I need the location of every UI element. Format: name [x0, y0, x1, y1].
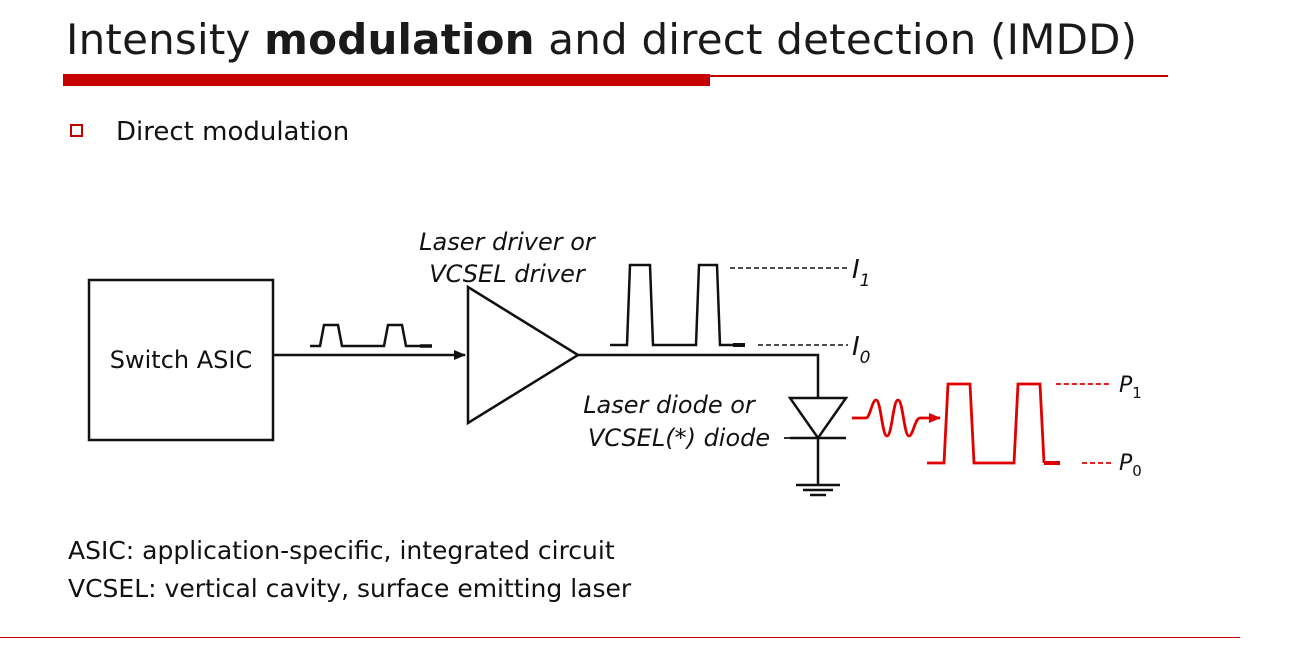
title-underline-thin [710, 75, 1168, 77]
laser-diode-symbol [787, 396, 849, 441]
power-low-label: P0 [1119, 451, 1142, 480]
title-suffix: and direct detection (IMDD) [534, 15, 1138, 64]
switch-asic-label: Switch ASIC [110, 346, 252, 374]
title-bold-word: modulation [264, 15, 535, 64]
diode-label-line1: Laser diode or [583, 391, 757, 419]
ground-icon [796, 483, 840, 497]
driver-label-line1: Laser driver or [419, 228, 597, 256]
bullet-text: Direct modulation [116, 117, 350, 147]
input-pulse-train [310, 323, 420, 348]
laser-driver-triangle [466, 284, 581, 426]
current-pulse-train [610, 263, 733, 347]
current-low-label: I0 [852, 332, 871, 368]
title-prefix: Intensity [66, 15, 265, 64]
driver-label-line2: VCSEL driver [429, 260, 587, 288]
power-high-label: P1 [1119, 373, 1142, 402]
title-underline-thick [63, 74, 710, 86]
optical-emission-wave [852, 398, 941, 438]
bullet-square-icon [70, 124, 83, 137]
optical-pulse-train [927, 382, 1046, 465]
driver-to-diode-line [578, 353, 820, 398]
bottom-divider [0, 637, 1240, 638]
current-high-label: I1 [852, 255, 871, 291]
diode-label-line2: VCSEL(*) diode [588, 424, 770, 452]
footnote-asic: ASIC: application-specific, integrated c… [68, 536, 615, 565]
footnote-vcsel: VCSEL: vertical cavity, surface emitting… [68, 574, 632, 603]
switch-asic-box [87, 278, 275, 442]
slide-title: Intensity modulation and direct detectio… [66, 14, 1137, 66]
